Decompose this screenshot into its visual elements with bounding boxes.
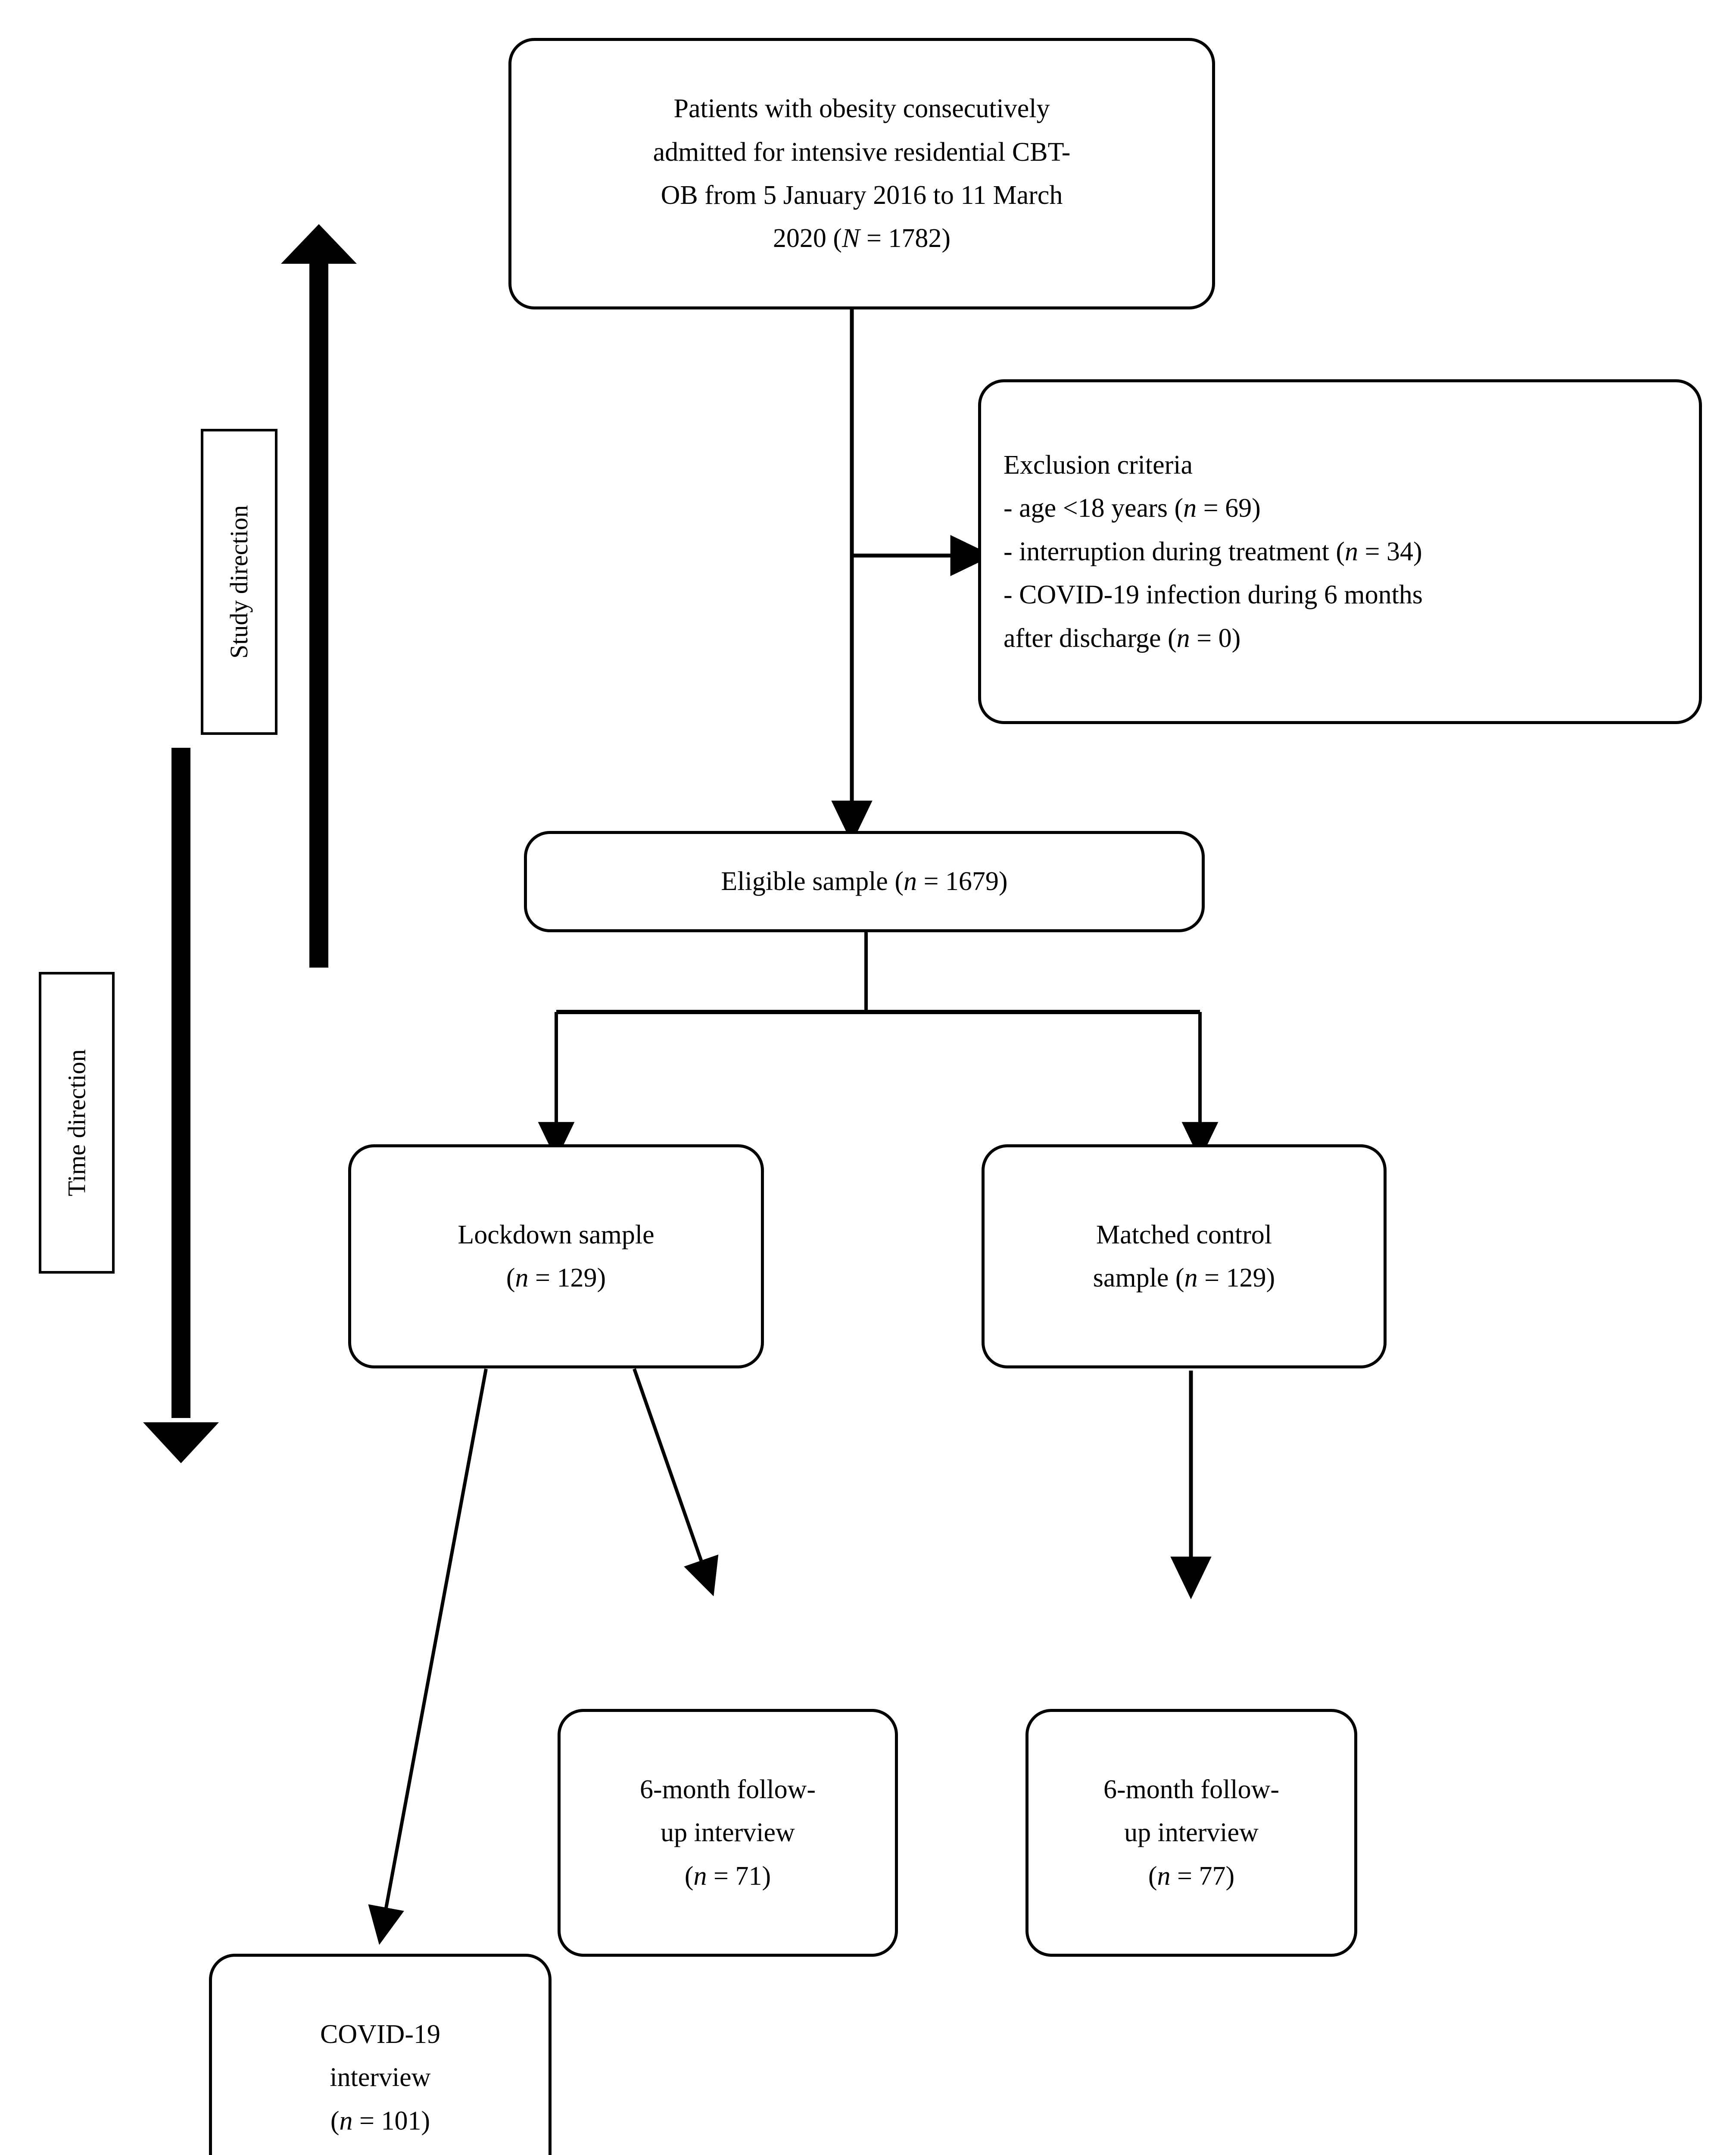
exclusion-heading: Exclusion criteria bbox=[1004, 450, 1193, 480]
exclusion-item-2: - interruption during treatment (n = 34) bbox=[1004, 537, 1422, 566]
exclusion-item-3-cont: after discharge (n = 0) bbox=[1004, 623, 1241, 653]
eligible-sample-text: Eligible sample (n = 1679) bbox=[721, 867, 1008, 896]
lockdown-sample-line-1: Lockdown sample bbox=[458, 1220, 655, 1249]
followup-control-line-3: (n = 77) bbox=[1148, 1861, 1235, 1891]
study-direction-arrow bbox=[281, 224, 357, 968]
covid19-interview-line-1: COVID-19 bbox=[320, 2019, 440, 2049]
followup-lockdown-line-3: (n = 71) bbox=[684, 1861, 771, 1891]
lockdown-sample-line-2: (n = 129) bbox=[506, 1263, 606, 1293]
enrollment-line-1: Patients with obesity consecutively bbox=[673, 94, 1050, 124]
enrollment-box: Patients with obesity consecutively admi… bbox=[508, 38, 1215, 309]
time-direction-label: Time direction bbox=[39, 972, 115, 1274]
enrollment-line-2: admitted for intensive residential CBT- bbox=[653, 137, 1071, 167]
time-direction-arrow bbox=[143, 748, 219, 1463]
followup-lockdown-line-2: up interview bbox=[661, 1818, 795, 1848]
eligible-sample-box: Eligible sample (n = 1679) bbox=[524, 831, 1205, 932]
covid19-interview-line-3: (n = 101) bbox=[330, 2106, 430, 2136]
followup-lockdown-line-1: 6-month follow- bbox=[639, 1774, 816, 1804]
study-direction-label-text: Study direction bbox=[225, 505, 253, 659]
lockdown-sample-box: Lockdown sample (n = 129) bbox=[348, 1144, 764, 1368]
matched-control-line-1: Matched control bbox=[1096, 1220, 1272, 1249]
connector-lockdown-to-followup-interview bbox=[633, 1368, 719, 1596]
followup-interview-control-box: 6-month follow- up interview (n = 77) bbox=[1025, 1709, 1357, 1957]
enrollment-line-4: 2020 (N = 1782) bbox=[773, 224, 951, 253]
connector-lockdown-to-covid-interview bbox=[368, 1368, 488, 1945]
exclusion-item-3: - COVID-19 infection during 6 months bbox=[1004, 580, 1423, 610]
exclusion-item-1: - age <18 years (n = 69) bbox=[1004, 493, 1261, 523]
exclusion-criteria-box: Exclusion criteria - age <18 years (n = … bbox=[978, 379, 1702, 724]
followup-control-line-1: 6-month follow- bbox=[1103, 1774, 1280, 1804]
followup-interview-lockdown-box: 6-month follow- up interview (n = 71) bbox=[558, 1709, 898, 1957]
matched-control-line-2: sample (n = 129) bbox=[1093, 1263, 1275, 1293]
study-direction-label: Study direction bbox=[201, 429, 277, 735]
covid19-interview-box: COVID-19 interview (n = 101) bbox=[209, 1954, 552, 2155]
matched-control-sample-box: Matched control sample (n = 129) bbox=[982, 1144, 1387, 1368]
followup-control-line-2: up interview bbox=[1124, 1818, 1259, 1848]
covid19-interview-line-2: interview bbox=[330, 2063, 431, 2093]
time-direction-label-text: Time direction bbox=[62, 1049, 91, 1196]
enrollment-line-3: OB from 5 January 2016 to 11 March bbox=[661, 181, 1063, 210]
